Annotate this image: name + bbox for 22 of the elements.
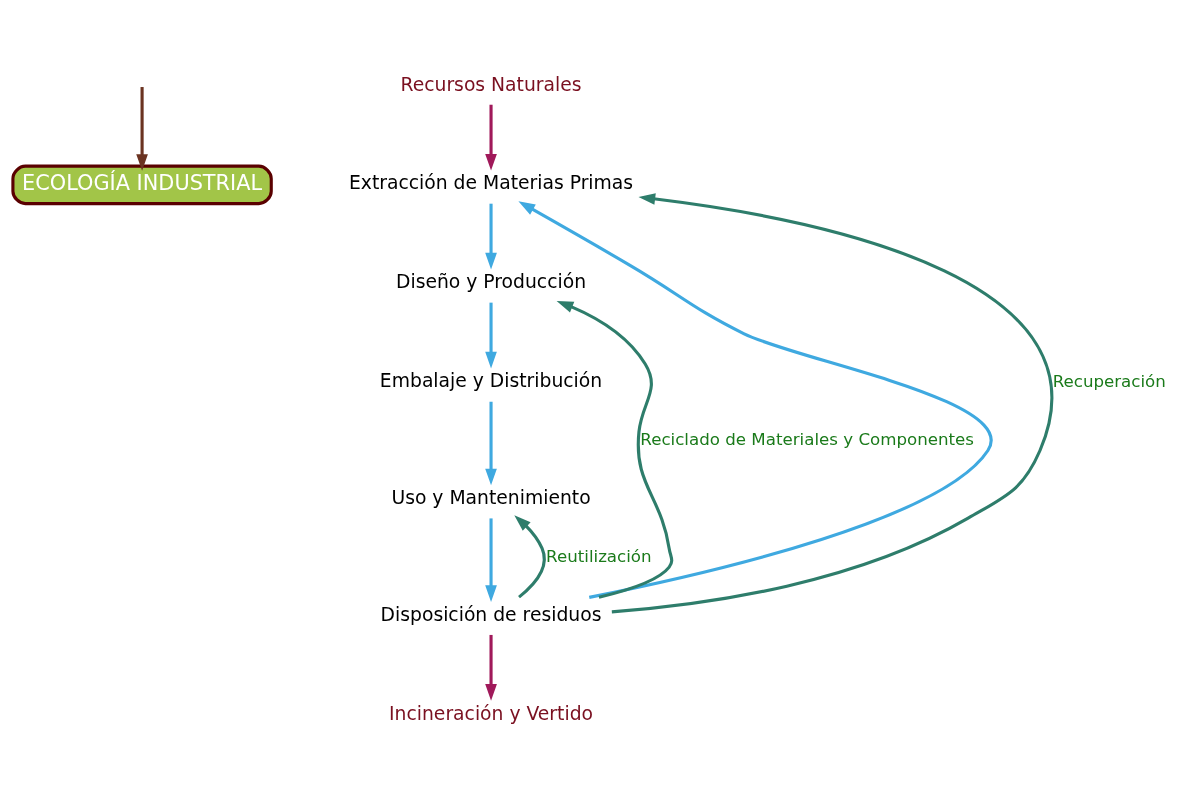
arrow	[485, 517, 497, 602]
arrow	[514, 514, 546, 598]
arrow	[136, 86, 148, 171]
node-text: Embalaje y Distribución	[379, 369, 603, 391]
edge-label: Reutilización	[546, 546, 652, 566]
arrow	[485, 104, 497, 171]
arrow	[556, 300, 674, 599]
node-text: Uso y Mantenimiento	[391, 486, 591, 508]
node-box: ECOLOGÍA INDUSTRIAL	[11, 164, 273, 205]
node-text: Recursos Naturales	[400, 73, 582, 94]
arrow	[518, 200, 992, 599]
arrow	[485, 203, 497, 270]
arrow	[611, 192, 1053, 613]
node-text: Disposición de residuos	[380, 603, 602, 625]
edge-label: Reciclado de Materiales y Componentes	[640, 429, 975, 449]
arrow	[485, 634, 497, 701]
node-text: Incineración y Vertido	[389, 702, 594, 724]
node-text: Diseño y Producción	[396, 270, 587, 292]
edge-label: Recuperación	[1052, 371, 1166, 391]
arrow	[485, 401, 497, 485]
node-text: Extracción de Materias Primas	[348, 171, 634, 193]
arrow	[485, 302, 497, 368]
